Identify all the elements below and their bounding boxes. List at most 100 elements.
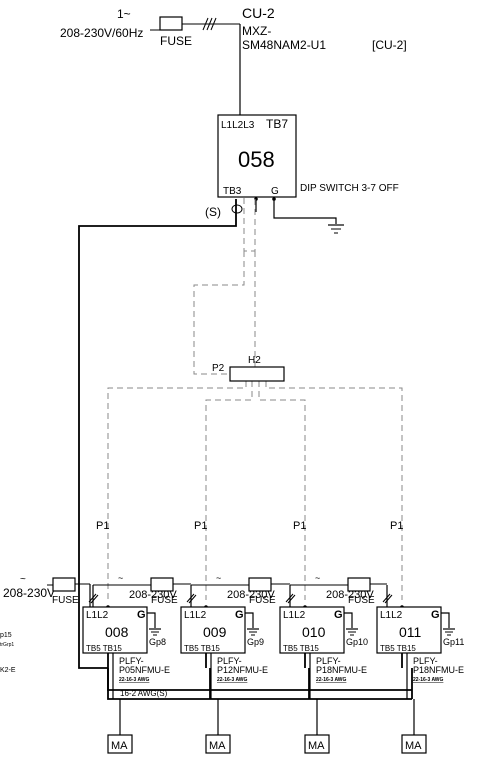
indoor-supply-voltage: 208-230V [326,589,374,601]
indoor-fuse-label: FUSE [249,595,276,606]
indoor-unit-box [180,606,246,654]
outdoor-address: 058 [238,147,275,172]
indoor-power-slash [285,593,294,603]
indoor-terminals-label: L1L2 [86,610,109,621]
outdoor-model-line1: MXZ- [242,24,271,38]
remote-controller-box [107,734,133,754]
indoor-ground-label: G [431,609,440,621]
indoor-power-slash [382,593,391,603]
left-edge-line3: K2-E [0,667,16,674]
indoor-supply-tilde: ~ [315,573,320,583]
branch-header: H2 P2 [212,355,285,382]
indoor-ground-label: G [137,609,146,621]
indoor-group-label: Gp10 [346,637,368,647]
left-supply-voltage: 208-230V [3,586,55,600]
indoor-model-line1: PLFY- [217,656,242,666]
indoor-ground-wire [245,612,254,628]
left-edge-line1: p15 [0,632,12,639]
left-fuse-symbol [52,577,76,592]
transmission-line: (S) 16-2 AWG(S) [78,197,413,700]
indoor-power-slash [90,594,99,604]
indoor-model-line1: PLFY- [119,656,144,666]
indoor-fuse-symbol [150,577,174,592]
outdoor-ground-label: G [271,186,279,197]
indoor-unit-box [82,606,148,654]
indoor-wire-spec: 22-16-3 AWG [217,677,247,683]
indoor-power-slash [384,594,393,604]
left-supply: ~ 208-230V FUSE p15 trGrp1 K2-E [0,574,91,674]
indoor-address: 009 [203,624,227,640]
indoor-supply-tilde: ~ [216,573,221,583]
left-fuse-label: FUSE [52,595,79,606]
indoor-wire-spec: 22-16-3 AWG [413,677,443,683]
indoor-model-line1: PLFY- [413,656,438,666]
outdoor-unit: L1L2L3 TB7 058 TB3 G DIP SWITCH 3-7 OFF [217,114,399,198]
indoor-group-label: Gp9 [247,637,264,647]
outdoor-power-supply: 1~ 208-230V/60Hz FUSE [60,7,241,115]
indoor-port-label: P1 [390,520,403,532]
remote-controller-label: MA [209,740,226,752]
indoor-model-line2: P12NFMU-E [217,665,268,675]
remote-controller-box [205,734,231,754]
indoor-tb-label: TB5 TB15 [380,644,416,653]
indoor-ground-label: G [334,609,343,621]
indoor-ground-label: G [235,609,244,621]
indoor-tb-label: TB5 TB15 [184,644,220,653]
indoor-port-label: P1 [293,520,306,532]
indoor-model-line2: P05NFMU-E [119,665,170,675]
indoor-wire-spec: 22-16-3 AWG [119,677,149,683]
supply-voltage-label: 208-230V/60Hz [60,26,143,40]
tb3-label: TB3 [223,186,242,197]
indoor-terminals-label: L1L2 [283,610,306,621]
branch-header-box [229,366,285,382]
outdoor-fuse-label: FUSE [160,34,192,48]
remote-controller-box [304,734,330,754]
branch-port-label: P2 [212,363,225,374]
cable-label: 16-2 AWG(S) [120,689,168,698]
indoor-unit-box [279,606,345,654]
left-supply-tilde: ~ [20,574,26,585]
terminal-block-label: TB7 [266,117,288,131]
indoor-address: 011 [399,624,422,640]
outdoor-unit-name: CU-2 [242,5,275,21]
indoor-address: 010 [302,624,326,640]
remote-controller-label: MA [405,740,422,752]
remote-controller-box [401,734,427,754]
indoor-power-slash [88,593,97,603]
indoor-model-line2: P18NFMU-E [413,665,464,675]
indoor-power-slash [186,593,195,603]
outdoor-model-line2: SM48NAM2-U1 [242,38,326,52]
indoor-terminals-label: L1L2 [184,610,207,621]
outdoor-fuse-symbol [159,16,183,31]
indoor-ground-wire [344,612,353,628]
outdoor-ground-symbol [272,197,344,234]
indoor-power-slash [188,594,197,604]
outdoor-terminals-label: L1L2L3 [221,120,255,131]
indoor-fuse-label: FUSE [348,595,375,606]
indoor-address: 008 [105,624,129,640]
indoor-unit-box [376,606,442,654]
indoor-wire-spec: 22-16-3 AWG [316,677,346,683]
indoor-fuse-symbol [248,577,272,592]
phase-label: 1~ [117,7,131,21]
indoor-ground-wire [147,612,156,628]
indoor-fuse-symbol [347,577,371,592]
indoor-supply-voltage: 208-230V [129,589,177,601]
outdoor-unit-labels: CU-2 MXZ- SM48NAM2-U1 [CU-2] [242,5,407,52]
indoor-port-label: P1 [96,520,109,532]
refrigerant-piping [107,198,403,600]
outdoor-tag: [CU-2] [372,38,407,52]
indoor-supply-tilde: ~ [118,573,123,583]
indoor-tb-label: TB5 TB15 [86,644,122,653]
shield-label: (S) [205,205,221,219]
indoor-supply-voltage: 208-230V [227,589,275,601]
outdoor-unit-box [217,114,297,198]
indoor-ground-wire [441,612,450,628]
indoor-model-line2: P18NFMU-E [316,665,367,675]
